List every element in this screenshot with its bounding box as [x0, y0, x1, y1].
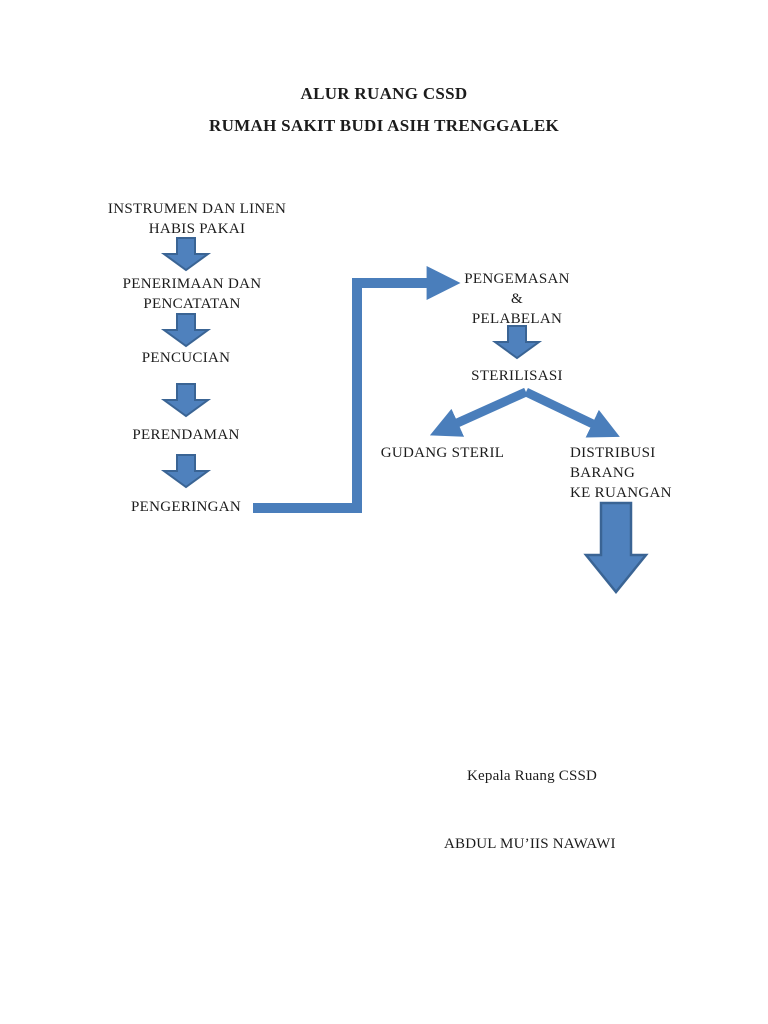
arrow-sterilisasi-to-distribusi: [524, 387, 620, 438]
arrow-distribusi-down-icon: [583, 501, 649, 594]
flow-node-perendaman: PERENDAMAN: [132, 427, 240, 443]
flow-node-sterilisasi: STERILISASI: [471, 368, 563, 384]
arrow-instrumen-to-penerimaan-icon: [160, 237, 212, 272]
arrow-penerimaan-to-pencucian-icon: [160, 313, 212, 348]
arrow-perendaman-to-pengeringan-icon: [160, 454, 212, 489]
flow-node-pengemasan-pelabelan: PENGEMASAN & PELABELAN: [464, 271, 570, 327]
arrow-pencucian-to-perendaman-icon: [160, 383, 212, 418]
flow-node-gudang-steril: GUDANG STERIL: [380, 445, 505, 461]
flow-node-pencucian: PENCUCIAN: [141, 350, 231, 366]
connector-pengeringan-to-pengemasan: [253, 265, 461, 513]
flow-node-penerimaan-pencatatan: PENERIMAAN DAN PENCATATAN: [122, 276, 262, 312]
flow-node-pengeringan: PENGERINGAN: [131, 499, 241, 515]
arrow-pelabelan-to-sterilisasi-icon: [491, 325, 543, 360]
arrow-sterilisasi-to-gudang: [429, 387, 528, 437]
signature-role: Kepala Ruang CSSD: [467, 768, 598, 784]
flow-node-instrumen-linen: INSTRUMEN DAN LINEN HABIS PAKAI: [107, 201, 287, 237]
signature-name: ABDUL MU’IIS NAWAWI: [444, 836, 616, 852]
page-title: ALUR RUANG CSSD: [300, 84, 468, 103]
page-subtitle: RUMAH SAKIT BUDI ASIH TRENGGALEK: [209, 116, 559, 135]
flow-node-distribusi: DISTRIBUSI BARANG KE RUANGAN: [570, 445, 672, 501]
